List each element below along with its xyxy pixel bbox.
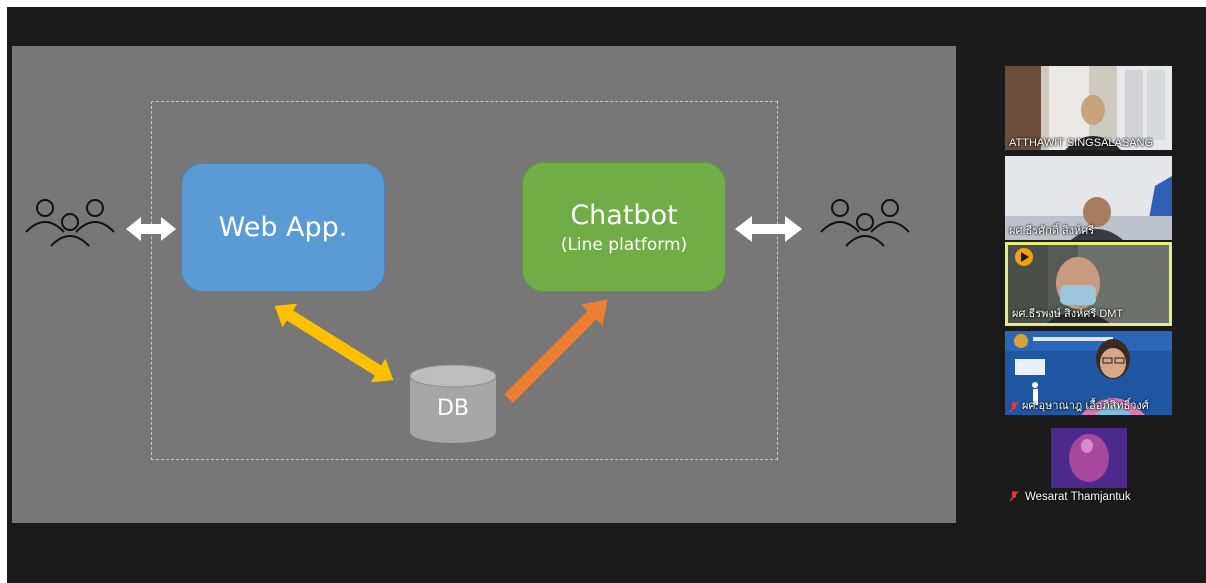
participant-tile[interactable]: Wesarat Thamjantuk: [1005, 420, 1172, 504]
double-arrow-icon: [735, 216, 802, 242]
participant-video: [1005, 420, 1172, 504]
chatbot-sublabel: (Line platform): [560, 234, 688, 255]
participant-video: [1005, 66, 1172, 150]
participant-name: ATTHAWIT SINGSALASANG: [1009, 137, 1154, 149]
participant-tile[interactable]: ผศ.ธีรศักดิ์ สิงห์ศรี: [1005, 156, 1172, 240]
webapp-db-arrow: [274, 303, 394, 383]
participant-name: ผศ.ธีรศักดิ์ สิงห์ศรี: [1009, 225, 1095, 237]
participant-tile-active[interactable]: ผศ.ธีรพงษ์ สิงห์ศรี DMT: [1005, 242, 1172, 326]
web-app-box: Web App.: [181, 163, 385, 292]
participant-video: [1005, 156, 1172, 240]
participant-tile[interactable]: ผศ.อุษาณาฎ เอื้อภิสิทธิ์วงศ์: [1005, 331, 1172, 415]
system-boundary: [151, 101, 778, 460]
users-group-icon: [820, 199, 910, 247]
participant-name: ผศ.ธีรพงษ์ สิงห์ศรี DMT: [1012, 308, 1124, 320]
chatbot-label: Chatbot: [570, 199, 678, 231]
users-group-icon: [25, 199, 115, 247]
participant-name: ผศ.อุษาณาฎ เอื้อภิสิทธิ์วงศ์: [1022, 400, 1149, 412]
web-app-label: Web App.: [218, 212, 348, 243]
participant-name: Wesarat Thamjantuk: [1025, 491, 1131, 503]
mic-off-icon: [1009, 401, 1019, 413]
db-label: DB: [436, 396, 470, 421]
participant-video: [1008, 245, 1169, 323]
mic-off-icon: [1009, 490, 1019, 502]
participant-tile[interactable]: ATTHAWIT SINGSALASANG: [1005, 66, 1172, 150]
chatbot-box: Chatbot (Line platform): [522, 162, 726, 292]
database-icon: [409, 364, 497, 443]
participant-video: [1005, 331, 1172, 415]
db-chatbot-arrow: [504, 299, 608, 403]
double-arrow-icon: [126, 217, 176, 241]
shared-slide: [12, 46, 956, 523]
